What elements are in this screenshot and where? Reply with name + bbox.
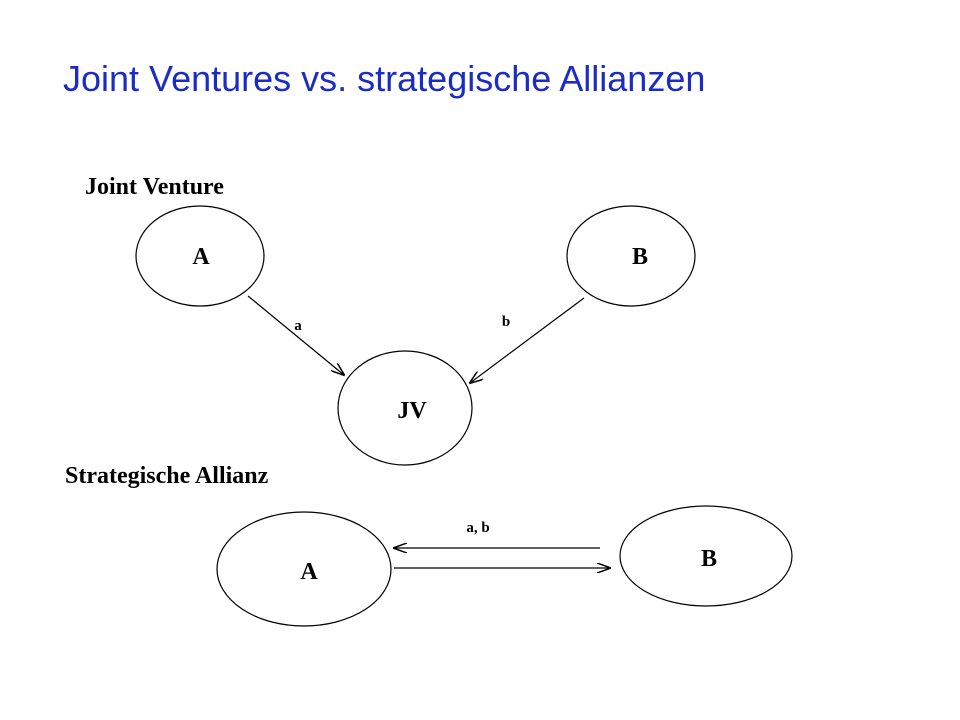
jv-node-b: B (566, 205, 696, 307)
alliance-node-a: A (216, 511, 392, 627)
edge-ab-label: a, b (466, 520, 489, 536)
alliance-node-a-label: A (300, 559, 318, 585)
page-title: Joint Ventures vs. strategische Allianze… (63, 58, 706, 99)
edge-b-to-jv (470, 297, 585, 383)
jv-node-a: A (135, 205, 265, 307)
edge-b-label: b (502, 314, 510, 330)
jv-node-jv: JV (337, 350, 473, 466)
edge-a-to-jv (247, 295, 344, 375)
alliance-heading: Strategische Allianz (65, 463, 269, 489)
edge-a-label: a (294, 318, 302, 334)
alliance-node-b: B (619, 505, 793, 607)
jv-node-b-label: B (632, 244, 648, 270)
jv-node-jv-label: JV (397, 398, 427, 424)
joint-venture-heading: Joint Venture (85, 174, 224, 200)
alliance-node-b-label: B (701, 546, 717, 572)
jv-node-a-label: A (192, 244, 210, 270)
